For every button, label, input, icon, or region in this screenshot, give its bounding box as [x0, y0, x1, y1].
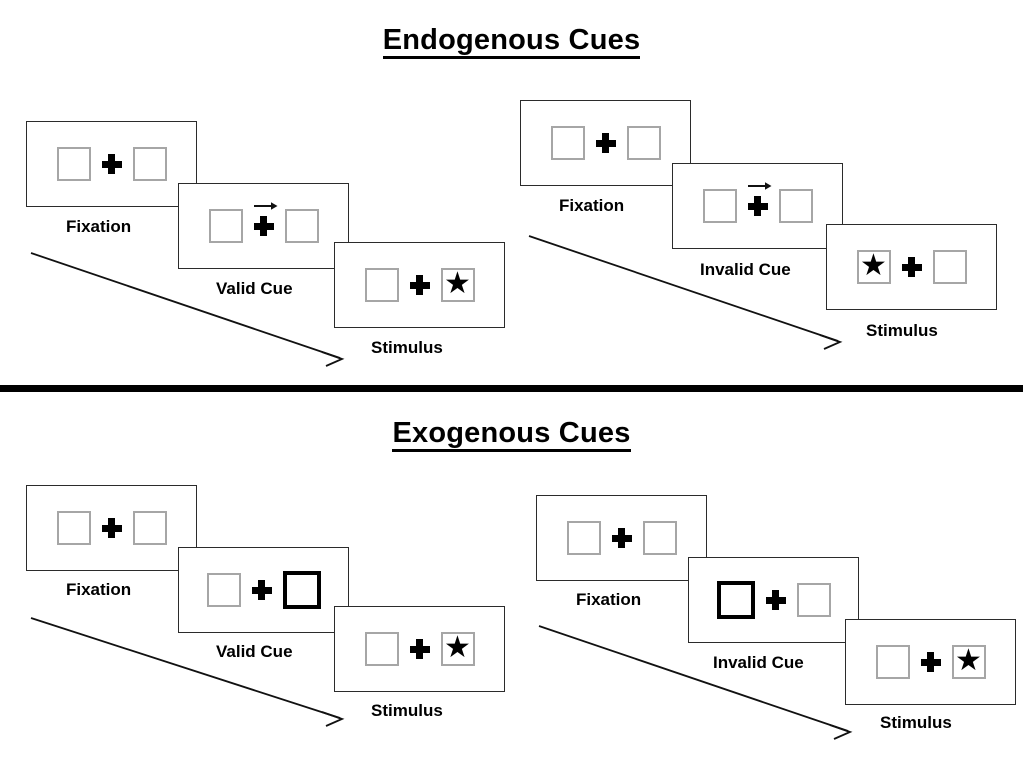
fixation-cross-icon — [595, 133, 616, 153]
fixation-cross-icon — [101, 154, 122, 174]
frame-exogenous-valid-stimulus[interactable]: ★ — [334, 606, 505, 692]
left-box[interactable] — [56, 147, 91, 181]
frame-content: ★ — [875, 644, 986, 679]
frame-label-invalid-cue: Invalid Cue — [713, 653, 804, 672]
cue-center — [747, 182, 771, 216]
frame-label-fixation: Fixation — [576, 590, 642, 609]
frame-endogenous-valid-fixation[interactable] — [26, 121, 197, 207]
frame-content — [56, 147, 167, 181]
frame-label-stimulus: Stimulus — [371, 701, 443, 720]
frame-label-fixation: Fixation — [66, 217, 132, 236]
frame-label-valid-cue: Valid Cue — [216, 642, 293, 661]
left-box[interactable] — [56, 511, 91, 545]
right-arrow-cue-icon — [253, 202, 277, 210]
frame-content — [206, 571, 321, 609]
frame-label-invalid-cue: Invalid Cue — [700, 260, 791, 279]
frame-label-valid-cue: Valid Cue — [216, 279, 293, 298]
left-box[interactable] — [875, 645, 910, 679]
fixation-cross-icon — [253, 216, 274, 236]
right-box[interactable] — [796, 583, 831, 617]
right-box[interactable] — [642, 521, 677, 555]
frame-endogenous-invalid-fixation[interactable] — [520, 100, 691, 186]
frame-content: ★ — [364, 631, 475, 666]
fixation-cross-icon — [920, 652, 941, 672]
frame-endogenous-invalid-stimulus[interactable]: ★ — [826, 224, 997, 310]
star-icon: ★ — [955, 644, 982, 677]
section-title-exogenous: Exogenous Cues — [0, 417, 1023, 453]
right-box[interactable] — [626, 126, 661, 160]
frame-label-fixation: Fixation — [66, 580, 132, 599]
right-box[interactable] — [132, 511, 167, 545]
frame-exogenous-valid-cue[interactable] — [178, 547, 349, 633]
right-box-target[interactable]: ★ — [440, 267, 475, 302]
left-box[interactable] — [364, 268, 399, 302]
fixation-cross-icon — [409, 639, 430, 659]
frame-label-stimulus: Stimulus — [866, 321, 938, 340]
right-box-target[interactable]: ★ — [440, 631, 475, 666]
frame-endogenous-valid-cue[interactable] — [178, 183, 349, 269]
section-title-endogenous: Endogenous Cues — [0, 24, 1023, 60]
star-icon: ★ — [860, 249, 887, 282]
left-box-cued[interactable] — [716, 581, 755, 619]
star-icon: ★ — [444, 267, 471, 300]
fixation-cross-icon — [747, 196, 768, 216]
fixation-cross-icon — [251, 580, 272, 600]
frame-endogenous-valid-stimulus[interactable]: ★ — [334, 242, 505, 328]
frame-content — [56, 511, 167, 545]
frame-content: ★ — [364, 267, 475, 302]
frame-exogenous-invalid-cue[interactable] — [688, 557, 859, 643]
star-icon: ★ — [444, 631, 471, 664]
frame-content — [566, 521, 677, 555]
right-box[interactable] — [284, 209, 319, 243]
frame-content — [550, 126, 661, 160]
frame-content — [716, 581, 831, 619]
fixation-cross-icon — [901, 257, 922, 277]
frame-exogenous-invalid-fixation[interactable] — [536, 495, 707, 581]
left-box[interactable] — [566, 521, 601, 555]
frame-exogenous-valid-fixation[interactable] — [26, 485, 197, 571]
section-title-endogenous-text: Endogenous Cues — [382, 25, 641, 60]
fixation-cross-icon — [611, 528, 632, 548]
left-box[interactable] — [364, 632, 399, 666]
left-box-target[interactable]: ★ — [856, 249, 891, 284]
frame-label-fixation: Fixation — [559, 196, 625, 215]
frame-content — [208, 202, 319, 243]
right-box[interactable] — [932, 250, 967, 284]
left-box[interactable] — [550, 126, 585, 160]
right-box-cued[interactable] — [282, 571, 321, 609]
left-box[interactable] — [702, 189, 737, 223]
fixation-cross-icon — [765, 590, 786, 610]
frame-exogenous-invalid-stimulus[interactable]: ★ — [845, 619, 1016, 705]
section-divider — [0, 385, 1023, 392]
fixation-cross-icon — [409, 275, 430, 295]
section-title-exogenous-text: Exogenous Cues — [392, 418, 631, 453]
frame-content: ★ — [856, 249, 967, 284]
cue-center — [253, 202, 277, 236]
frame-endogenous-invalid-cue[interactable] — [672, 163, 843, 249]
frame-label-stimulus: Stimulus — [880, 713, 952, 732]
right-box-target[interactable]: ★ — [951, 644, 986, 679]
right-box[interactable] — [778, 189, 813, 223]
fixation-cross-icon — [101, 518, 122, 538]
left-box[interactable] — [208, 209, 243, 243]
right-arrow-cue-icon — [747, 182, 771, 190]
frame-label-stimulus: Stimulus — [371, 338, 443, 357]
left-box[interactable] — [206, 573, 241, 607]
right-box[interactable] — [132, 147, 167, 181]
frame-content — [702, 182, 813, 223]
